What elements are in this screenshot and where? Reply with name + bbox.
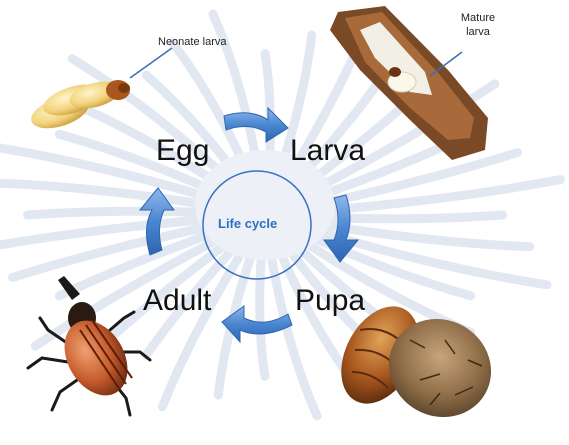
stage-pupa-label: Pupa: [295, 284, 366, 317]
stage-adult-label: Adult: [143, 284, 212, 317]
egg-cluster-icon: [31, 80, 130, 129]
arrow-adult-to-egg: [138, 187, 175, 256]
stage-egg-label: Egg: [156, 134, 210, 167]
life-cycle-circle: [202, 170, 312, 280]
pupa-cocoon-icon: [341, 306, 492, 418]
neonate-pointer-line: [129, 47, 173, 79]
arrow-larva-to-pupa: [323, 194, 360, 263]
mature-larva-label-line1: Mature: [460, 12, 496, 24]
neonate-larva-label: Neonate larva: [158, 36, 227, 48]
mature-pointer-line: [429, 51, 463, 77]
mature-larva-label-line2: larva: [466, 26, 490, 38]
mature-larva-icon: [330, 6, 488, 160]
stage-larva-label: Larva: [290, 134, 366, 167]
life-cycle-center-label: Life cycle: [218, 216, 278, 231]
arrow-egg-to-larva: [223, 106, 289, 143]
arrow-pupa-to-adult: [221, 305, 293, 344]
weevil-adult-icon: [26, 276, 152, 417]
